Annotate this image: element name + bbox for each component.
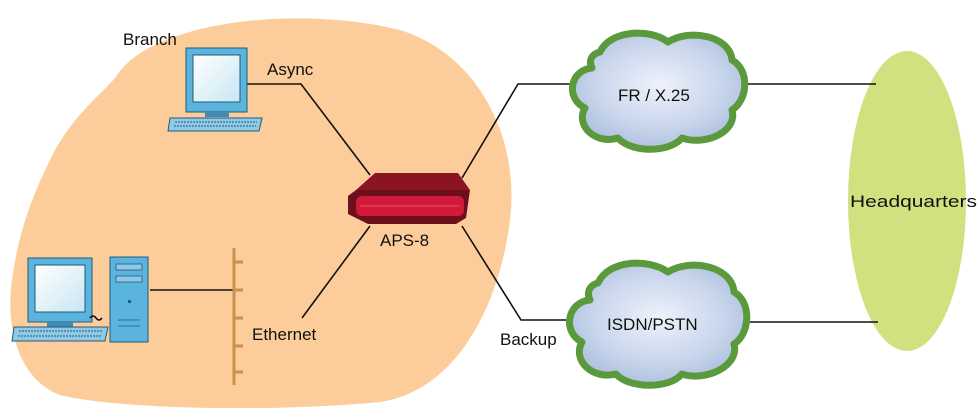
line-router-fr [461,83,589,179]
headquarters-ellipse [848,51,966,351]
branch-label: Branch [123,30,177,49]
line-router-isdn [461,225,582,321]
line-async [247,83,371,176]
cloud-isdn [566,259,751,389]
aps-label: APS-8 [380,231,429,250]
fr-label: FR / X.25 [618,86,690,105]
async-label: Async [267,60,314,79]
connection-lines [150,83,878,323]
ethernet-label: Ethernet [252,325,317,344]
headquarters-label: Headquarters [850,192,977,211]
computer-icon [167,47,263,132]
router-icon [348,173,470,224]
ethernet-bus [232,248,243,385]
isdn-label: ISDN/PSTN [607,315,698,334]
backup-label: Backup [500,330,557,349]
tower-pc-icon [109,256,149,343]
line-ethernet-router [301,225,371,319]
cloud-fr [568,29,749,153]
workstation-monitor-icon [11,257,109,342]
mouse-cable-icon [89,315,103,321]
